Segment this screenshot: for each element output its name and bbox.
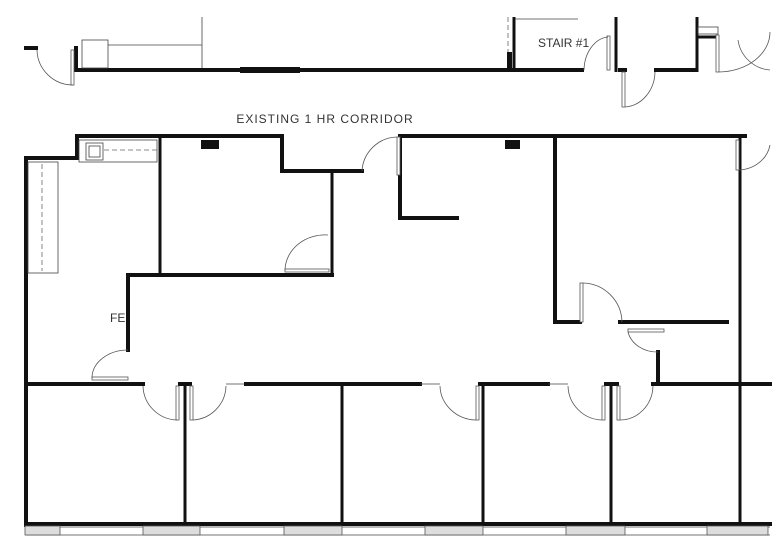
suite-walls xyxy=(24,134,772,527)
appliance-box xyxy=(81,39,109,69)
suite-doors xyxy=(91,136,771,421)
upper-corridor-walls xyxy=(24,17,719,73)
fire-extinguisher-label: FE xyxy=(110,311,125,325)
sink-icon xyxy=(85,142,104,161)
corridor-label: EXISTING 1 HR CORRIDOR xyxy=(236,112,413,126)
windows xyxy=(24,525,770,536)
stair-label: STAIR #1 xyxy=(538,36,589,50)
kitchenette xyxy=(27,139,158,274)
upper-doors xyxy=(36,31,771,108)
